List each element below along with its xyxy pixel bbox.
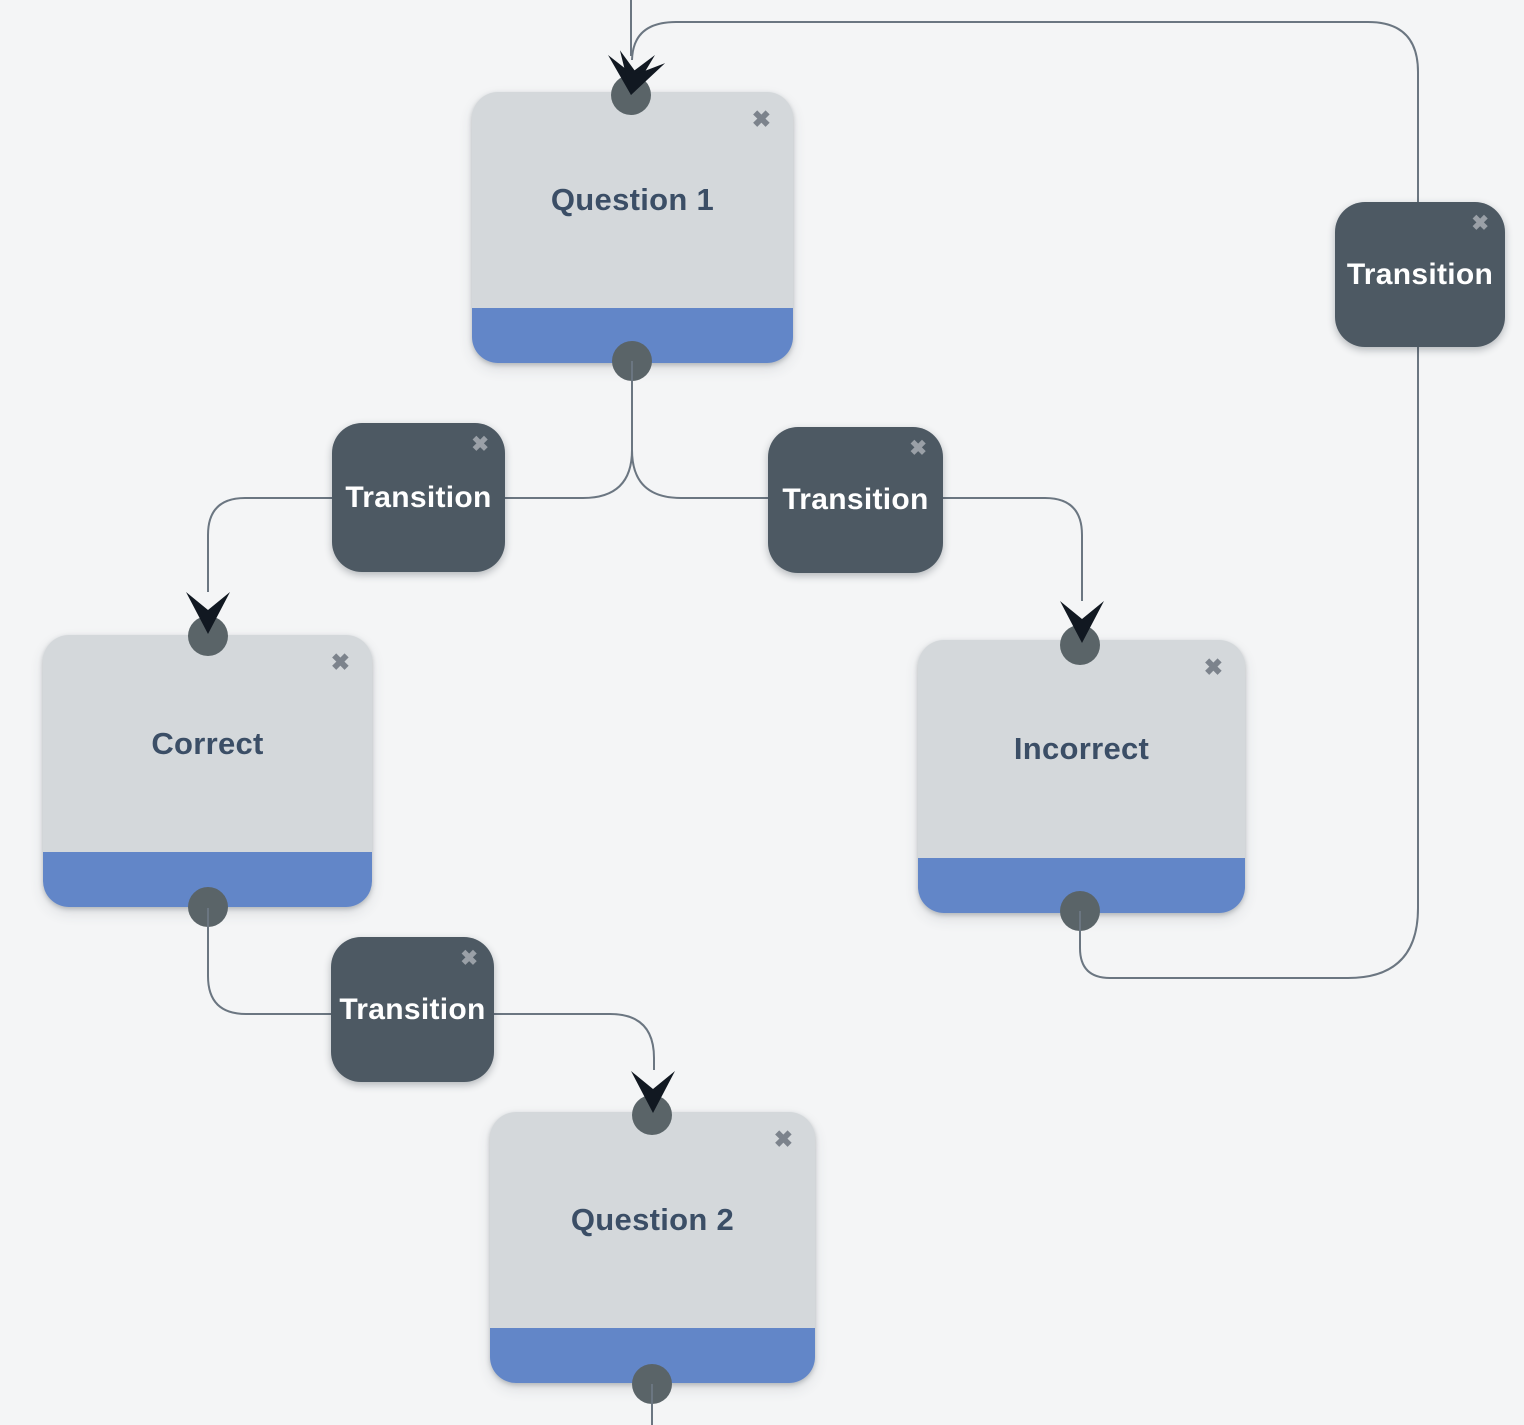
endpoint-question1-bottom[interactable]	[612, 341, 652, 381]
transition-node-question1-to-correct[interactable]: Transition ✖	[332, 423, 505, 572]
close-icon[interactable]: ✖	[751, 106, 771, 132]
close-icon[interactable]: ✖	[330, 649, 350, 675]
endpoint-correct-top[interactable]	[188, 616, 228, 656]
state-title: Correct	[151, 725, 264, 761]
state-title: Incorrect	[1013, 731, 1150, 766]
close-icon[interactable]: ✖	[460, 947, 478, 970]
close-icon[interactable]: ✖	[773, 1126, 793, 1152]
transition-label: Transition	[345, 480, 492, 514]
state-body: Incorrect	[918, 640, 1245, 858]
endpoint-question1-top[interactable]	[611, 75, 651, 115]
endpoint-question2-top[interactable]	[632, 1095, 672, 1135]
close-icon[interactable]: ✖	[471, 433, 489, 456]
transition-label: Transition	[782, 483, 929, 516]
transition-node-incorrect-to-question1[interactable]: Transition ✖	[1335, 202, 1505, 347]
transition-node-question1-to-incorrect[interactable]: Transition ✖	[768, 427, 943, 573]
endpoint-question2-bottom[interactable]	[632, 1364, 672, 1404]
close-icon[interactable]: ✖	[1203, 654, 1223, 680]
endpoint-correct-bottom[interactable]	[188, 887, 228, 927]
state-node-incorrect[interactable]: Incorrect ✖	[918, 640, 1245, 913]
state-node-question2[interactable]: Question 2 ✖	[490, 1112, 815, 1383]
endpoint-incorrect-bottom[interactable]	[1060, 891, 1100, 931]
close-icon[interactable]: ✖	[909, 437, 927, 460]
transition-label: Transition	[339, 992, 486, 1026]
state-body: Question 1	[472, 92, 793, 308]
state-body: Correct	[43, 635, 372, 852]
state-node-correct[interactable]: Correct ✖	[43, 635, 372, 907]
transition-node-correct-to-question2[interactable]: Transition ✖	[331, 937, 494, 1082]
endpoint-incorrect-top[interactable]	[1060, 625, 1100, 665]
state-title: Question 1	[550, 182, 715, 217]
close-icon[interactable]: ✖	[1471, 212, 1489, 235]
state-node-question1[interactable]: Question 1 ✖	[472, 92, 793, 363]
state-title: Question 2	[570, 1202, 735, 1237]
state-body: Question 2	[490, 1112, 815, 1328]
transition-label: Transition	[1346, 257, 1494, 291]
